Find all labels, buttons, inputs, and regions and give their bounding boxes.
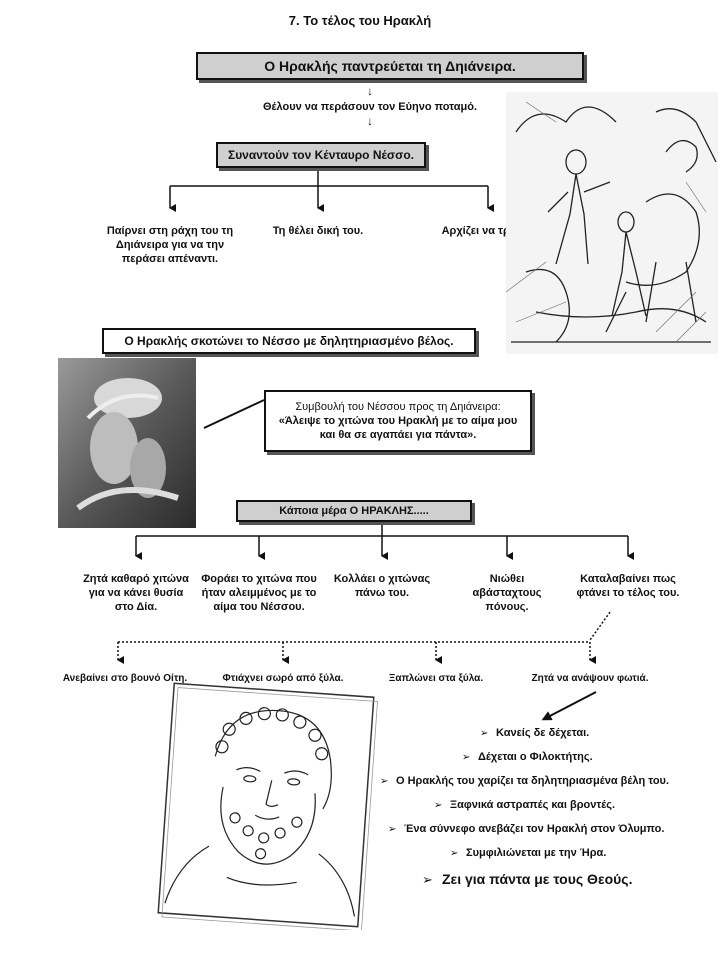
nessus-painting [58, 358, 196, 528]
river-text: Θέλουν να περάσουν τον Εύηνο ποταμό. [262, 101, 477, 113]
centaur-box: Συναντούν τον Κένταυρο Νέσσο. [216, 142, 426, 168]
kill-box: Ο Ηρακλής σκοτώνει το Νέσσο με δηλητηρια… [102, 328, 476, 354]
action-end-nears: Καταλαβαίνει πως φτάνει το τέλος του. [576, 573, 680, 599]
end-action-wood: Φτιάχνει σωρό από ξύλα. [222, 673, 344, 684]
end-action-fire: Ζητά να ανάψουν φωτιά. [531, 673, 649, 684]
bullet-item: ➢Ο Ηρακλής του χαρίζει τα δηλητηριασμένα… [380, 775, 670, 787]
marriage-box: Ο Ηρακλής παντρεύεται τη Δηιάνειρα. [196, 52, 584, 80]
bullet-item: ➢Δέχεται ο Φιλοκτήτης. [462, 751, 593, 763]
centaur-action-want: Τη θέλει δική του. [272, 225, 364, 237]
bullet-item: ➢Συμφιλιώνεται με την Ήρα. [450, 847, 607, 859]
advice-heading: Συμβουλή του Νέσσου προς τη Δηιάνειρα: [295, 401, 501, 413]
bullet-item: ➢Κανείς δε δέχεται. [480, 727, 590, 739]
end-action-lie: Ξαπλώνει στα ξύλα. [388, 673, 484, 684]
bullet-item: ➢Ένα σύννεφο ανεβάζει τον Ηρακλή στον Όλ… [388, 823, 665, 835]
heracles-sketch [152, 680, 380, 930]
advice-quote: «Άλειψε το χιτώνα του Ηρακλή με το αίμα … [278, 415, 518, 441]
arrow-down-icon: ↓ [367, 114, 373, 128]
someday-box: Κάποια μέρα Ο ΗΡΑΚΛΗΣ..... [236, 500, 472, 522]
end-action-mountain: Ανεβαίνει στο βουνό Οίτη. [62, 673, 188, 684]
action-pain: Νιώθει αβάσταχτους πόνους. [472, 573, 542, 613]
action-clean-tunic: Ζητά καθαρό χιτώνα για να κάνει θυσία στ… [83, 573, 189, 613]
centaur-illustration [506, 92, 718, 354]
centaur-action-carry: Παίρνει στη ράχη του τη Δηιάνειρα για να… [106, 225, 234, 265]
action-wear-tunic: Φοράει το χιτώνα που ήταν αλειμμένος με … [201, 573, 317, 613]
final-bullet: ➢Ζει για πάντα με τους Θεούς. [422, 871, 633, 887]
action-tunic-sticks: Κολλάει ο χιτώνας πάνω του. [333, 573, 431, 599]
page-title: 7. Το τέλος του Ηρακλή [288, 13, 432, 28]
bullet-item: ➢Ξαφνικά αστραπές και βροντές. [434, 799, 616, 811]
advice-box: Συμβουλή του Νέσσου προς τη Δηιάνειρα: «… [264, 390, 532, 452]
arrow-down-icon: ↓ [367, 84, 373, 98]
